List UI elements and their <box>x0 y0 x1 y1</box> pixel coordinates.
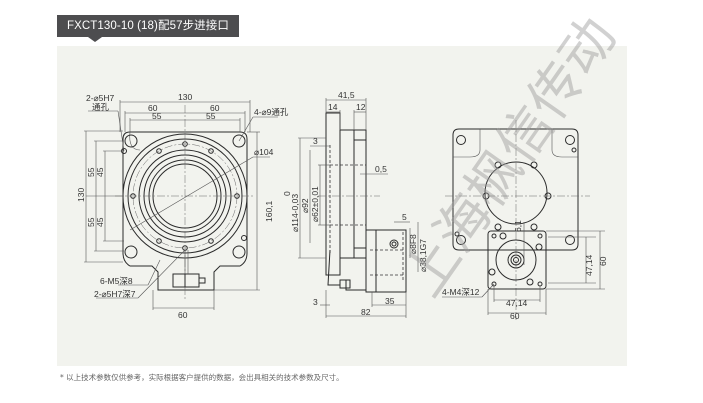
dim-55-right: 55 <box>206 111 216 121</box>
label-h7-depth: 2-⌀5H7深7 <box>94 289 136 299</box>
drawing-panel <box>57 46 627 366</box>
end-housing-outline <box>452 128 579 251</box>
dim-14: 14 <box>328 102 338 112</box>
dim-dia-92: ⌀92 <box>300 198 310 213</box>
dim-60-vertical: 60 <box>598 256 608 266</box>
dim-160-1: 160,1 <box>264 200 274 222</box>
sensor-block <box>172 273 200 288</box>
end-view: 6,1 47,14 60 47,14 60 4-M4深12 <box>442 120 608 321</box>
dim-dia-38: ⌀38,1G7 <box>418 239 428 272</box>
dim-55-bottom: 55 <box>86 217 96 227</box>
drawing-title-tag: FXCT130-10 (18)配57步进接口 <box>57 15 239 37</box>
motor-face <box>487 230 547 290</box>
dim-47-14-horizontal: 47,14 <box>506 298 528 308</box>
dim-3-top: 3 <box>313 136 318 146</box>
pin-hole <box>241 235 247 241</box>
side-rotor <box>339 129 355 259</box>
label-2-5h7: 2-⌀5H7 <box>86 93 115 103</box>
front-view: 2-⌀5H7 通孔 4-⌀9通孔 ⌀104 6-M5深8 2-⌀5H7深7 13… <box>76 92 289 320</box>
dim-60-horizontal: 60 <box>510 311 520 321</box>
mount-hole <box>232 245 246 259</box>
label-m4: 4-M4深12 <box>442 287 480 297</box>
dim-60-bottom: 60 <box>178 310 188 320</box>
dim-82: 82 <box>361 307 371 317</box>
side-flange <box>325 112 341 276</box>
mount-hole <box>124 245 138 259</box>
dim-dia-114: ⌀114-0,03 <box>290 194 300 232</box>
dim-0-5: 0,5 <box>375 164 387 174</box>
mount-hole <box>124 134 138 148</box>
dim-60-left: 60 <box>148 103 158 113</box>
dim-5: 5 <box>402 212 407 222</box>
footnote: * 以上技术参数仅供参考，实际根据客户提供的数据，会出具相关的技术参数及尺寸。 <box>60 373 344 382</box>
dim-45-bottom: 45 <box>95 217 105 227</box>
dim-3-bottom: 3 <box>313 297 318 307</box>
dim-47-14-vertical: 47,14 <box>584 254 594 276</box>
dim-12: 12 <box>356 102 366 112</box>
label-dia-104: ⌀104 <box>254 147 274 157</box>
label-through-hole: 通孔 <box>92 102 110 112</box>
dim-41-5: 41,5 <box>338 90 355 100</box>
drawing-title: FXCT130-10 (18)配57步进接口 <box>67 20 229 32</box>
dim-35: 35 <box>385 296 395 306</box>
label-4-9-holes: 4-⌀9通孔 <box>254 107 289 117</box>
dim-55-left: 55 <box>152 111 162 121</box>
title-tag-pointer <box>88 37 102 42</box>
dim-6-1: 6,1 <box>513 220 523 232</box>
side-view: 41,5 14 12 3 0,5 0 ⌀114-0,03 ⌀92 ⌀62±0,0… <box>282 90 428 318</box>
dim-0: 0 <box>282 191 292 196</box>
dim-45-top: 45 <box>95 167 105 177</box>
dim-dia-8: ⌀8F8 <box>408 234 418 254</box>
dim-60-right: 60 <box>210 103 220 113</box>
dim-130-height: 130 <box>76 188 86 202</box>
dim-dia-62: ⌀62±0,01 <box>310 186 320 222</box>
mount-hole <box>232 134 246 148</box>
dim-55-top: 55 <box>86 167 96 177</box>
label-m5: 6-M5深8 <box>100 276 133 286</box>
dim-130-width: 130 <box>178 92 192 102</box>
